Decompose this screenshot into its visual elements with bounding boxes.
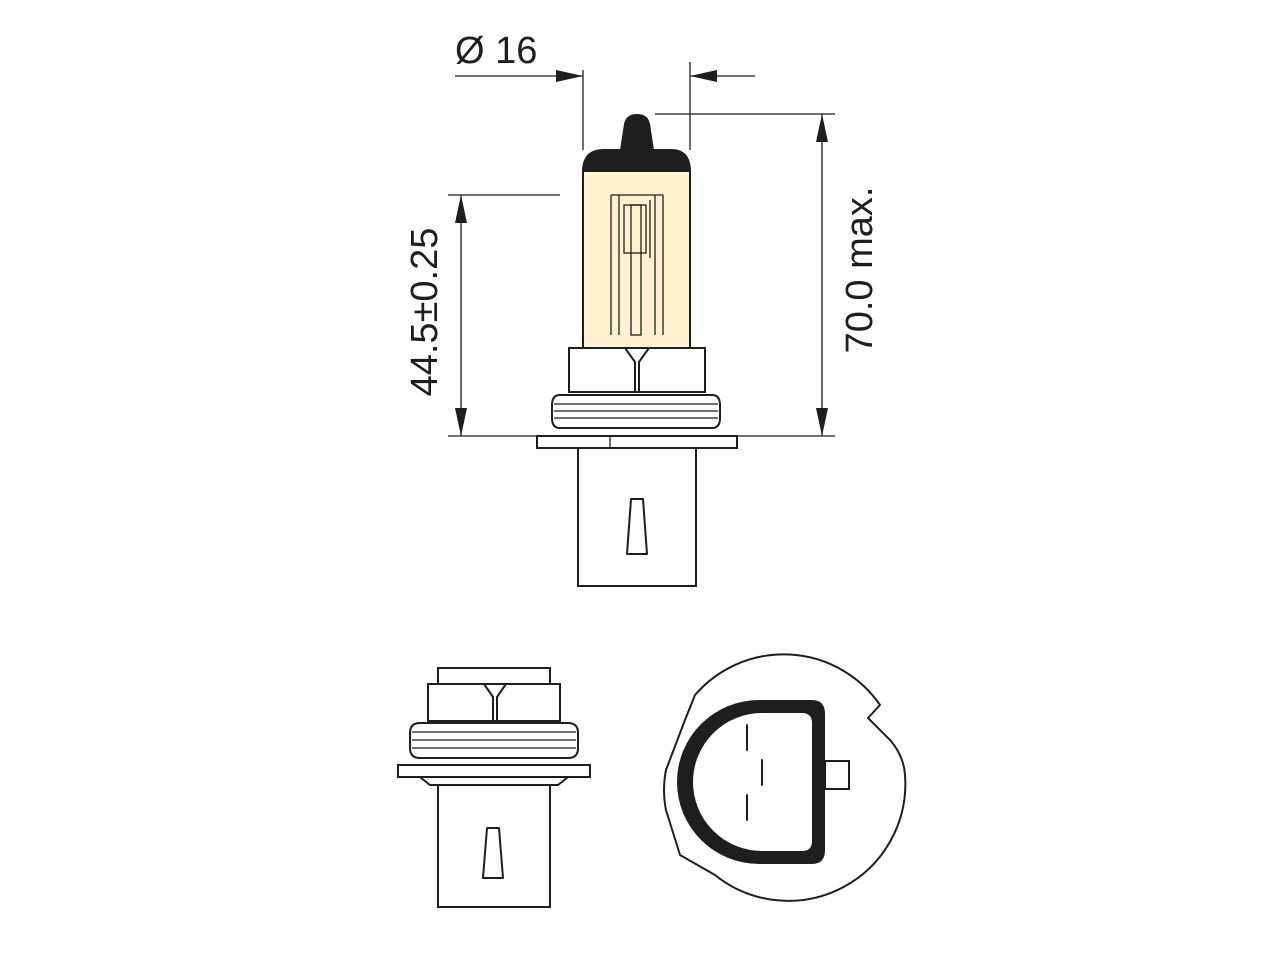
plug-key	[626, 498, 648, 555]
plug-body	[437, 784, 551, 908]
light-center-label: 44.5±0.25	[404, 228, 446, 397]
plug-body	[577, 447, 697, 587]
locking-tab	[824, 760, 850, 790]
glass-envelope	[582, 149, 691, 349]
plug-key	[482, 827, 504, 879]
dimension-lines	[448, 62, 835, 437]
filament	[610, 194, 664, 336]
connector-pins	[746, 724, 763, 821]
mounting-plate	[397, 764, 591, 778]
bulb-tip	[583, 114, 690, 172]
max-length-label: 70.0 max.	[839, 187, 881, 354]
base-side-view	[397, 667, 591, 908]
mounting-plate	[536, 435, 738, 449]
base-bottom-view	[663, 653, 907, 902]
base-collar	[568, 347, 706, 393]
base-outline	[663, 653, 907, 902]
bulb-side-view	[536, 114, 738, 587]
diameter-label: Ø 16	[455, 30, 537, 72]
